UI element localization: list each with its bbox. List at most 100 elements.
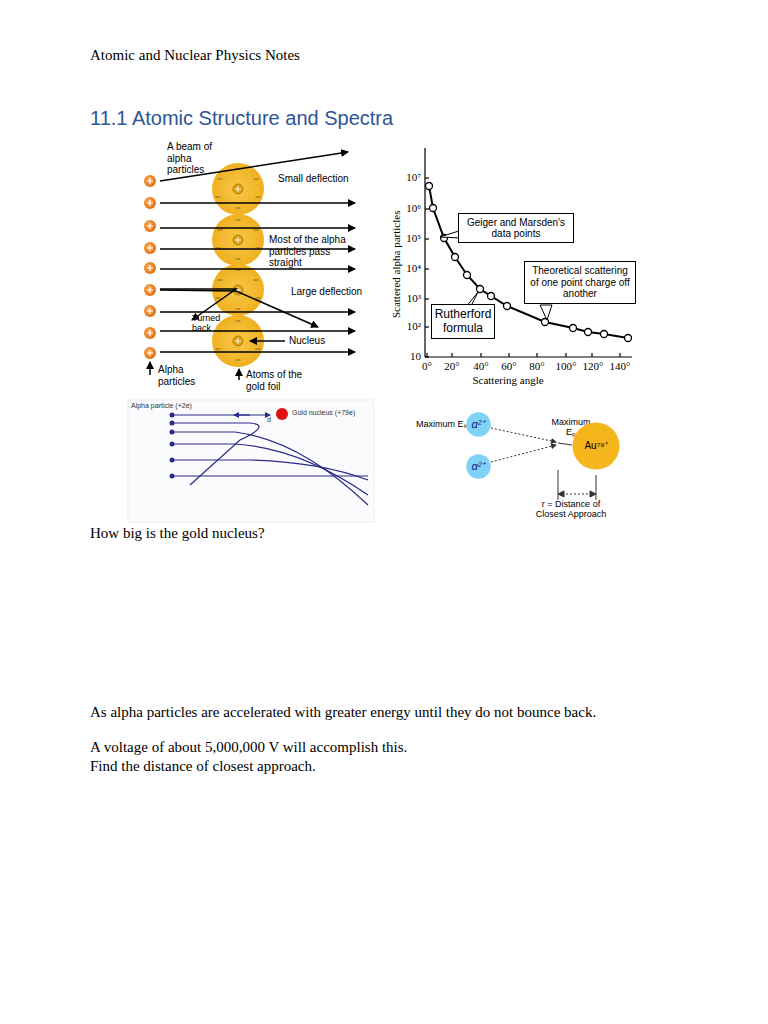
axis-tick — [425, 238, 429, 239]
figure-label: r = Distance of Closest Approach — [529, 499, 613, 520]
minus-sign — [236, 259, 241, 260]
axis-value: 60° — [501, 360, 516, 373]
axis-tick — [425, 177, 429, 178]
body-text: As alpha particles are accelerated with … — [90, 704, 596, 721]
data-point — [464, 272, 471, 279]
chart-axes — [425, 148, 632, 357]
plus-sign — [147, 308, 153, 314]
axis-title: Scattered alpha particles — [391, 211, 404, 319]
data-point — [430, 205, 437, 212]
minus-sign — [216, 298, 221, 299]
body-text: Find the distance of closest approach. — [90, 758, 316, 775]
data-point — [504, 303, 511, 310]
callout-text: Geiger and Marsden's data points — [463, 217, 569, 240]
axis-tick — [425, 268, 429, 269]
alpha-circle: α²⁺ — [466, 412, 491, 437]
alpha-particle — [144, 262, 156, 274]
circle-fill — [572, 422, 619, 469]
axis-tick — [425, 298, 429, 299]
minus-sign — [256, 298, 261, 299]
section-title: 11.1 Atomic Structure and Spectra — [90, 107, 393, 130]
axis-tick — [536, 353, 537, 357]
alpha-particles — [144, 175, 156, 359]
callout-text: Rutherford formula — [435, 308, 492, 336]
data-point — [488, 293, 495, 300]
nucleus — [233, 336, 243, 346]
data-point — [625, 335, 632, 342]
axis-value: 100° — [556, 360, 577, 373]
axis-tick — [425, 208, 429, 209]
illustration-label: Small deflection — [278, 173, 349, 185]
minus-sign — [254, 280, 259, 281]
axis-value: 0° — [422, 360, 432, 373]
axis-title: Scattering angle — [472, 374, 543, 387]
particle-symbol: α²⁺ — [472, 460, 486, 473]
minus-sign — [218, 230, 223, 231]
minus-sign — [236, 360, 241, 361]
minus-sign — [216, 197, 221, 198]
minus-sign — [236, 208, 241, 209]
illustration-label: Turned back — [192, 313, 230, 334]
circle-fill — [466, 412, 491, 437]
alpha-particle — [144, 284, 156, 296]
illustration-label: Atoms of the gold foil — [246, 369, 320, 392]
minus-sign — [236, 220, 241, 221]
data-point — [477, 286, 484, 293]
plus-sign — [235, 237, 241, 243]
illustration-label: Large deflection — [291, 286, 362, 298]
plus-sign — [147, 200, 153, 206]
figure-label: Gold nucleus (+79e) — [292, 409, 355, 417]
alpha-particle — [144, 220, 156, 232]
axis-value: 120° — [583, 360, 604, 373]
gold-foil-illustration — [144, 152, 355, 380]
plus-sign — [147, 350, 153, 356]
particle-symbol: α²⁺ — [472, 418, 486, 431]
callout-box: Rutherford formula — [431, 304, 495, 339]
axis-value: 10² — [407, 320, 421, 333]
axis-value: 10⁵ — [406, 232, 421, 245]
minus-sign — [254, 230, 259, 231]
minus-sign — [256, 197, 261, 198]
figure-label: d — [267, 416, 271, 424]
plus-sign — [147, 245, 153, 251]
axis-tick — [619, 353, 620, 357]
plus-sign — [235, 338, 241, 344]
plus-sign — [147, 223, 153, 229]
trajectories — [172, 415, 368, 505]
axis-value: 140° — [610, 360, 631, 373]
plus-sign — [147, 178, 153, 184]
minus-sign — [218, 179, 223, 180]
alpha-circle: α²⁺ — [466, 454, 491, 479]
trajectory-figure — [128, 400, 374, 522]
particle-symbol: Au⁷⁹⁺ — [584, 440, 607, 452]
axis-value: 10⁶ — [406, 202, 421, 215]
alpha-particle — [144, 242, 156, 254]
axis-tick — [425, 326, 429, 327]
illustration-label: Nucleus — [289, 335, 325, 347]
axis-tick — [508, 353, 509, 357]
data-point — [452, 254, 459, 261]
alpha-particle — [144, 347, 156, 359]
body-text: A voltage of about 5,000,000 V will acco… — [90, 739, 407, 756]
axis-value: 80° — [529, 360, 544, 373]
axis-value: 10 — [410, 350, 421, 363]
axis-value: 10³ — [407, 292, 421, 305]
minus-sign — [256, 349, 261, 350]
nucleus — [233, 184, 243, 194]
running-header: Atomic and Nuclear Physics Notes — [90, 47, 300, 64]
axis-tick — [451, 353, 452, 357]
circle-fill — [466, 454, 491, 479]
data-point — [601, 331, 608, 338]
figure-label: Maximum Eₖ — [416, 419, 467, 429]
alpha-particle — [144, 305, 156, 317]
nucleus — [233, 235, 243, 245]
scattering-chart — [425, 148, 632, 357]
callout-text: Theoretical scattering of one point char… — [529, 265, 631, 300]
axis-value: 10⁴ — [406, 262, 421, 275]
axis-tick — [426, 353, 427, 357]
callout-box: Theoretical scattering of one point char… — [524, 261, 636, 304]
illustration-label: Alpha particles — [158, 364, 206, 387]
minus-sign — [218, 280, 223, 281]
data-point — [570, 325, 577, 332]
axis-value: 10⁷ — [406, 171, 421, 184]
